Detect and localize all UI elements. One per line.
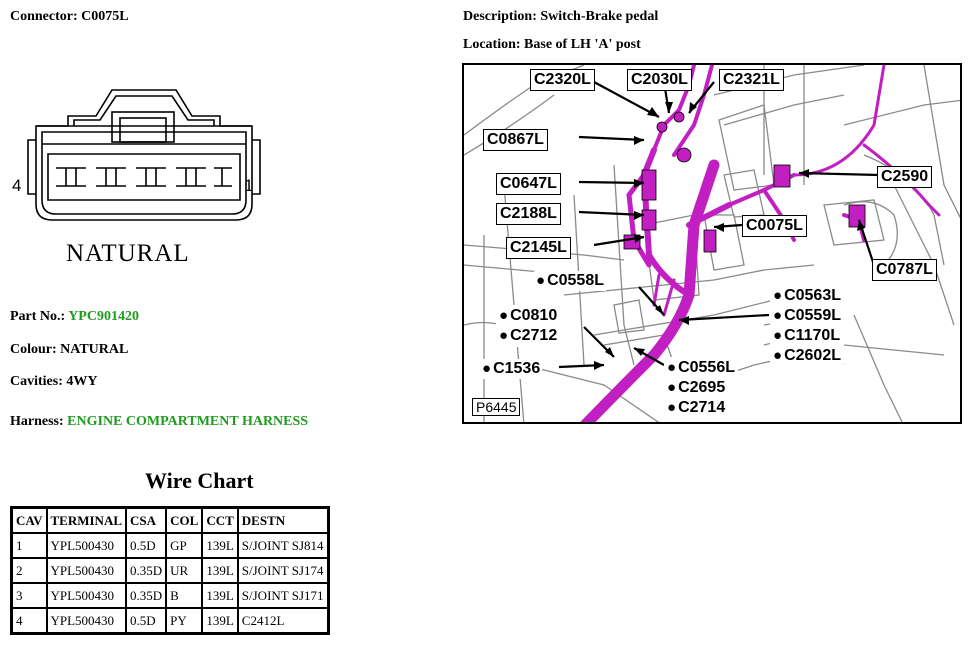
cell-col: UR	[165, 557, 204, 584]
part-number-row: Part No.: YPC901420	[10, 309, 139, 325]
table-row: 3 YPL500430 0.35D B 139L S/JOINT SJ171	[10, 582, 330, 609]
cell-csa: 0.35D	[125, 557, 168, 584]
bullet-icon: ●	[536, 272, 546, 289]
cavities-row: Cavities: 4WY	[10, 374, 98, 389]
part-number-link[interactable]: YPC901420	[68, 309, 139, 324]
harness-row: Harness: ENGINE COMPARTMENT HARNESS	[10, 414, 308, 430]
cell-cct: 139L	[201, 582, 239, 609]
stack-bottom-item: ●C0556L	[667, 359, 735, 376]
cell-destn: S/JOINT SJ171	[236, 582, 330, 609]
callout-c0787l: C0787L	[872, 259, 937, 281]
connector-description: Description: Switch-Brake pedal	[463, 9, 659, 24]
cell-cav: 1	[10, 532, 48, 559]
table-row: 1 YPL500430 0.5D GP 139L S/JOINT SJ814	[10, 532, 330, 559]
bullet-icon: ●	[499, 327, 509, 344]
cell-cav: 2	[10, 557, 48, 584]
bullet-icon: ●	[773, 307, 783, 324]
callout-c0075l: C0075L	[742, 215, 807, 237]
stack-right-item: ●C0563L	[773, 287, 841, 304]
cell-cct: 139L	[201, 557, 239, 584]
location-line-drawing	[464, 65, 960, 422]
cell-cct: 139L	[201, 607, 239, 635]
stack-bottom-item: ●C2695	[667, 379, 726, 396]
callout-c2321l: C2321L	[719, 69, 784, 91]
col-destn: DESTN	[236, 506, 330, 534]
callout-c2145l: C2145L	[506, 237, 571, 259]
table-row: 2 YPL500430 0.35D UR 139L S/JOINT SJ174	[10, 557, 330, 584]
bullet-icon: ●	[667, 359, 677, 376]
col-cav: CAV	[10, 506, 48, 534]
bullet-icon: ●	[773, 327, 783, 344]
callout-stack-right: ●C0563L ●C0559L ●C1170L ●C2602L	[770, 285, 844, 367]
cell-terminal: YPL500430	[45, 582, 128, 609]
cavity-number-left: 4	[12, 176, 22, 195]
bullet-icon: ●	[667, 379, 677, 396]
cell-destn: C2412L	[236, 607, 330, 635]
cell-cav: 3	[10, 582, 48, 609]
cell-col: GP	[165, 532, 204, 559]
callout-stack-left: ●C0810 ●C2712	[496, 305, 561, 347]
callout-stack-bottom: ●C0556L ●C2695 ●C2714	[664, 357, 738, 419]
callout-c0647l: C0647L	[496, 173, 561, 195]
callout-c0558l: C0558L	[547, 272, 604, 289]
callout-c2030l: C2030L	[627, 69, 692, 91]
harness-label: Harness:	[10, 414, 64, 429]
col-csa: CSA	[125, 506, 168, 534]
cell-col: B	[165, 582, 204, 609]
connector-location: Location: Base of LH 'A' post	[463, 37, 641, 52]
stack-left-item: ●C2712	[499, 327, 558, 344]
wire-chart-header-row: CAV TERMINAL CSA COL CCT DESTN	[10, 506, 330, 534]
location-illustration: C2320L C2030L C2321L C0867L C2590 C0647L…	[462, 63, 962, 424]
col-cct: CCT	[201, 506, 239, 534]
cell-col: PY	[165, 607, 204, 635]
cell-terminal: YPL500430	[45, 557, 128, 584]
table-row: 4 YPL500430 0.5D PY 139L C2412L	[10, 607, 330, 635]
harness-link[interactable]: ENGINE COMPARTMENT HARNESS	[67, 414, 309, 429]
colour-row: Colour: NATURAL	[10, 342, 129, 357]
cell-terminal: YPL500430	[45, 532, 128, 559]
part-number-label: Part No.:	[10, 309, 66, 324]
stack-bottom-item: ●C2714	[667, 399, 726, 416]
callout-c1536-row: ●C1536	[480, 359, 543, 379]
callout-c2320l: C2320L	[530, 69, 595, 91]
cell-cct: 139L	[201, 532, 239, 559]
wire-chart-table: CAV TERMINAL CSA COL CCT DESTN 1 YPL5004…	[10, 506, 330, 635]
cell-csa: 0.5D	[125, 607, 168, 635]
cell-destn: S/JOINT SJ174	[236, 557, 330, 584]
stack-right-item: ●C1170L	[773, 327, 841, 344]
callout-c0558l-row: ●C0558L	[534, 271, 606, 291]
callout-c2590: C2590	[877, 166, 933, 188]
cell-csa: 0.5D	[125, 532, 168, 559]
connector-title: Connector: C0075L	[10, 9, 129, 24]
bullet-icon: ●	[773, 347, 783, 364]
bullet-icon: ●	[482, 360, 492, 377]
bullet-icon: ●	[499, 307, 509, 324]
stack-right-item: ●C0559L	[773, 307, 841, 324]
cavity-number-right: 1	[244, 176, 254, 195]
connector-face-diagram	[27, 89, 261, 221]
cell-cav: 4	[10, 607, 48, 635]
stack-left-item: ●C0810	[499, 307, 558, 324]
callout-c1536: C1536	[493, 360, 541, 377]
col-col: COL	[165, 506, 204, 534]
bullet-icon: ●	[667, 399, 677, 416]
cell-csa: 0.35D	[125, 582, 168, 609]
image-reference-id: P6445	[472, 398, 521, 416]
wire-chart-title: Wire Chart	[145, 468, 254, 493]
callout-c2188l: C2188L	[496, 203, 561, 225]
callout-c0867l: C0867L	[483, 129, 548, 151]
connector-colour-label: NATURAL	[66, 240, 190, 267]
cell-terminal: YPL500430	[45, 607, 128, 635]
cell-destn: S/JOINT SJ814	[236, 532, 330, 559]
stack-right-item: ●C2602L	[773, 347, 841, 364]
col-terminal: TERMINAL	[45, 506, 128, 534]
bullet-icon: ●	[773, 287, 783, 304]
